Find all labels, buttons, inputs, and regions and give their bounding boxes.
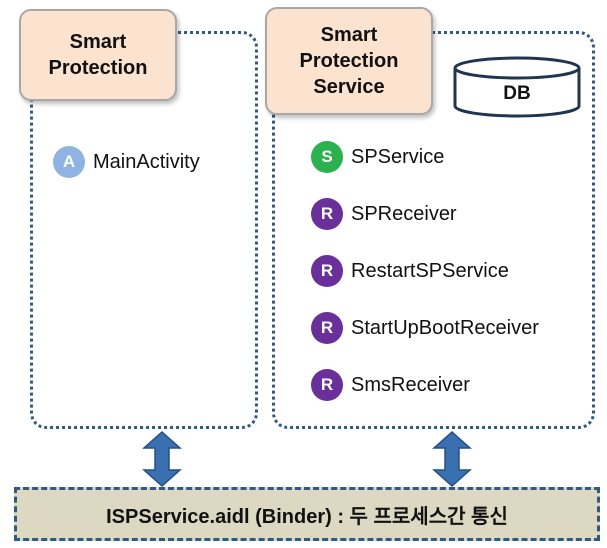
- database-icon: DB: [453, 56, 581, 118]
- activity-badge-icon: A: [53, 146, 85, 178]
- service-badge-icon: S: [311, 141, 343, 173]
- component-label: SmsReceiver: [351, 373, 470, 396]
- component-label: MainActivity: [93, 150, 200, 173]
- component-restart-spservice: R RestartSPService: [311, 254, 509, 288]
- component-spservice: S SPService: [311, 140, 444, 174]
- component-startup-boot-receiver: R StartUpBootReceiver: [311, 311, 539, 345]
- component-label: SPReceiver: [351, 202, 457, 225]
- binder-ipc-label: ISPService.aidl (Binder) : 두 프로세스간 통신: [106, 505, 508, 528]
- db-label: DB: [503, 83, 530, 104]
- component-sms-receiver: R SmsReceiver: [311, 368, 470, 402]
- smart-protection-service-title-text: Smart Protection Service: [299, 24, 399, 98]
- smart-protection-title: Smart Protection: [19, 9, 177, 101]
- receiver-badge-icon: R: [311, 369, 343, 401]
- component-label: RestartSPService: [351, 259, 509, 282]
- smart-protection-service-title: Smart Protection Service: [265, 7, 433, 115]
- component-label: SPService: [351, 145, 445, 168]
- component-label: StartUpBootReceiver: [351, 316, 539, 339]
- component-main-activity: A MainActivity: [53, 145, 200, 179]
- receiver-badge-icon: R: [311, 255, 343, 287]
- double-arrow-icon: [142, 430, 182, 488]
- smart-protection-title-text: Smart Protection: [48, 31, 148, 79]
- double-arrow-icon: [432, 430, 472, 488]
- binder-ipc-bar: ISPService.aidl (Binder) : 두 프로세스간 통신: [14, 487, 600, 541]
- smart-protection-service-panel: [272, 31, 595, 429]
- receiver-badge-icon: R: [311, 312, 343, 344]
- component-spreceiver: R SPReceiver: [311, 197, 457, 231]
- receiver-badge-icon: R: [311, 198, 343, 230]
